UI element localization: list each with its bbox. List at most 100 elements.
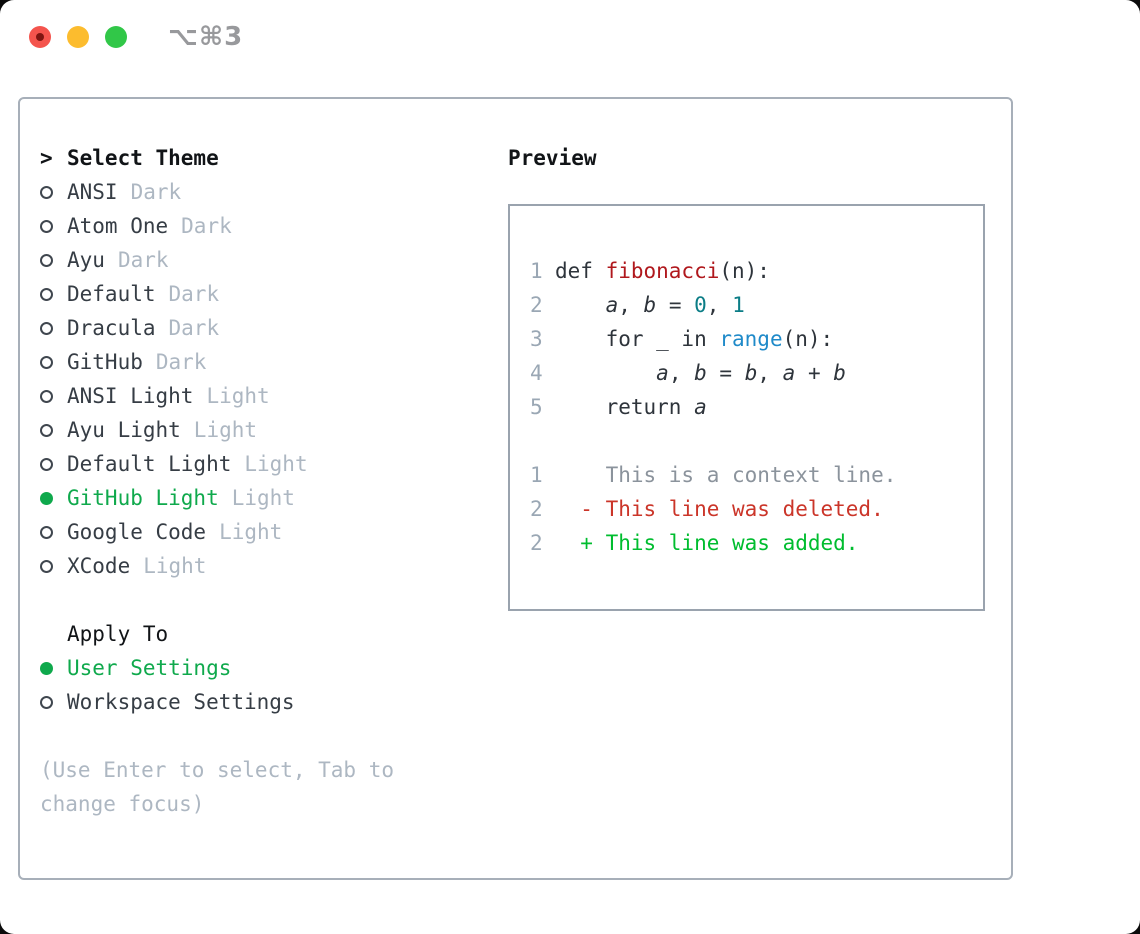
- preview-title: Preview: [508, 146, 597, 170]
- line-number: 4: [530, 361, 543, 385]
- hint-text: change focus): [40, 792, 205, 816]
- code-token: a: [605, 293, 619, 317]
- radio-icon: [40, 287, 53, 301]
- theme-variant-label: Light: [219, 520, 283, 544]
- code-token: ,: [618, 293, 644, 317]
- code-token: - This line was deleted.: [555, 497, 884, 521]
- code-line-content: for _ in range(n):: [555, 327, 834, 351]
- code-line-content: def fibonacci(n):: [555, 259, 770, 283]
- radio-marker: [40, 355, 67, 369]
- radio-icon: [40, 355, 53, 369]
- radio-icon: [40, 457, 53, 471]
- theme-variant-label: Dark: [168, 316, 220, 340]
- code-token: def: [555, 259, 606, 283]
- radio-marker: [40, 389, 67, 403]
- code-token: +: [795, 361, 834, 385]
- apply-option-label: User Settings: [67, 656, 232, 680]
- code-token: ,: [668, 361, 695, 385]
- apply-option-label: Workspace Settings: [67, 690, 295, 714]
- select-theme-header: > Select Theme: [40, 141, 508, 175]
- code-line: 1 This is a context line.: [530, 458, 983, 492]
- code-token: This is a context line.: [555, 463, 897, 487]
- line-number: 3: [530, 327, 543, 351]
- code-token: [555, 293, 606, 317]
- theme-item-label: Default: [67, 282, 156, 306]
- code-token: b: [643, 293, 657, 317]
- theme-variant-label: Light: [193, 418, 258, 442]
- code-line: 3 for _ in range(n):: [530, 322, 983, 356]
- radio-marker: [40, 525, 67, 539]
- theme-item[interactable]: Default Dark: [40, 277, 508, 311]
- code-token: fibonacci: [605, 259, 720, 283]
- code-token: ,: [757, 361, 783, 385]
- theme-item-label: Google Code: [67, 520, 207, 544]
- radio-marker: [40, 185, 67, 199]
- code-token: a: [694, 395, 707, 419]
- theme-item[interactable]: Google Code Light: [40, 515, 508, 549]
- code-token: return: [555, 395, 695, 419]
- radio-icon: [40, 695, 53, 709]
- select-theme-title: Select Theme: [67, 146, 219, 170]
- theme-variant-label: Light: [231, 486, 295, 510]
- theme-item-label: Ayu Light: [67, 418, 181, 442]
- code-token: (n):: [782, 327, 834, 351]
- code-token: [555, 361, 656, 385]
- theme-item[interactable]: GitHub Light Light: [40, 481, 508, 515]
- apply-option[interactable]: User Settings: [40, 651, 508, 685]
- hint-text: (Use Enter to select, Tab to: [40, 758, 395, 782]
- line-number: 2: [530, 293, 543, 317]
- radio-marker: [40, 491, 67, 505]
- radio-marker: [40, 219, 67, 233]
- theme-variant-label: Light: [244, 452, 308, 476]
- theme-item-label: Default Light: [67, 452, 232, 476]
- radio-icon: [40, 185, 53, 199]
- apply-to-header: Apply To: [40, 617, 508, 651]
- zoom-button[interactable]: [105, 26, 127, 48]
- section-gap: [40, 583, 508, 617]
- theme-item[interactable]: Dracula Dark: [40, 311, 508, 345]
- line-number: 1: [530, 463, 543, 487]
- code-line-content: This is a context line.: [555, 463, 897, 487]
- line-number: 2: [530, 497, 543, 521]
- code-token: (n):: [719, 259, 770, 283]
- minimize-button[interactable]: [67, 26, 89, 48]
- hint-block: (Use Enter to select, Tab to change focus…: [40, 753, 508, 821]
- radio-marker: [40, 253, 67, 267]
- close-button[interactable]: [29, 26, 51, 48]
- code-token: b: [744, 361, 758, 385]
- code-token: range: [719, 327, 783, 351]
- theme-item[interactable]: Ayu Light Light: [40, 413, 508, 447]
- theme-item-label: Dracula: [67, 316, 156, 340]
- theme-item-label: GitHub Light: [67, 486, 219, 510]
- theme-variant-label: Dark: [181, 214, 232, 238]
- code-line: 2 - This line was deleted.: [530, 492, 983, 526]
- theme-item[interactable]: Atom One Dark: [40, 209, 508, 243]
- radio-icon: [40, 253, 53, 267]
- apply-option[interactable]: Workspace Settings: [40, 685, 508, 719]
- radio-marker: [40, 457, 67, 471]
- theme-variant-label: Dark: [168, 282, 220, 306]
- radio-icon: [40, 219, 53, 233]
- theme-variant-label: Light: [206, 384, 270, 408]
- theme-item[interactable]: Default Light Light: [40, 447, 508, 481]
- theme-item-label: Atom One: [67, 214, 169, 238]
- theme-variant-label: Dark: [117, 248, 169, 272]
- line-number: 5: [530, 395, 543, 419]
- code-line-content: a, b = b, a + b: [555, 361, 846, 385]
- close-icon: [36, 33, 44, 41]
- prompt-icon: >: [40, 146, 53, 170]
- radio-icon: [40, 423, 53, 437]
- code-line-content: return a: [555, 395, 707, 419]
